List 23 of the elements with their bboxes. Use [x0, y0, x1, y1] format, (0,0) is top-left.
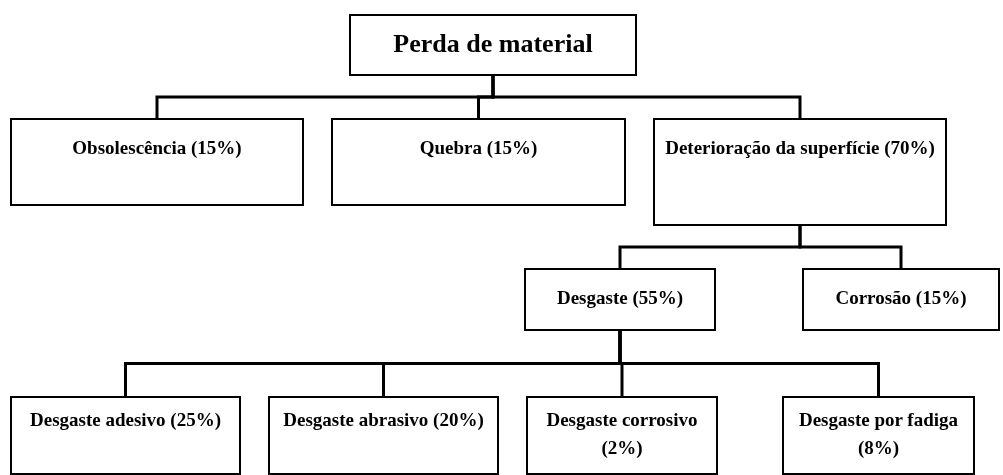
connector-line — [798, 226, 903, 268]
category-box — [802, 268, 1000, 331]
category-label: Desgaste (55%) — [556, 286, 684, 310]
category-box — [526, 396, 718, 475]
category-label: Corrosão (15%) — [835, 286, 967, 310]
category-label: Desgaste abrasivo (20%) — [283, 408, 484, 432]
category-label: Quebra (15%) — [419, 136, 538, 160]
category-label: Perda de material — [393, 30, 593, 58]
category-label: Desgaste adesivo (25%) — [30, 408, 221, 432]
category-label: Desgaste por fadiga (8%) — [797, 408, 959, 460]
category-box — [349, 14, 637, 76]
category-label: Deterioração da superfície (70%) — [665, 136, 935, 160]
category-box — [782, 396, 975, 475]
category-label: Obsolescência (15%) — [72, 136, 242, 160]
connector-line — [618, 331, 880, 396]
connector-line — [491, 76, 802, 118]
category-box — [331, 118, 626, 206]
category-box — [10, 118, 304, 206]
category-box — [524, 268, 716, 331]
category-label: Desgaste corrosivo (2%) — [545, 408, 699, 460]
category-box — [10, 396, 241, 475]
category-box — [268, 396, 499, 475]
category-box — [653, 118, 947, 226]
